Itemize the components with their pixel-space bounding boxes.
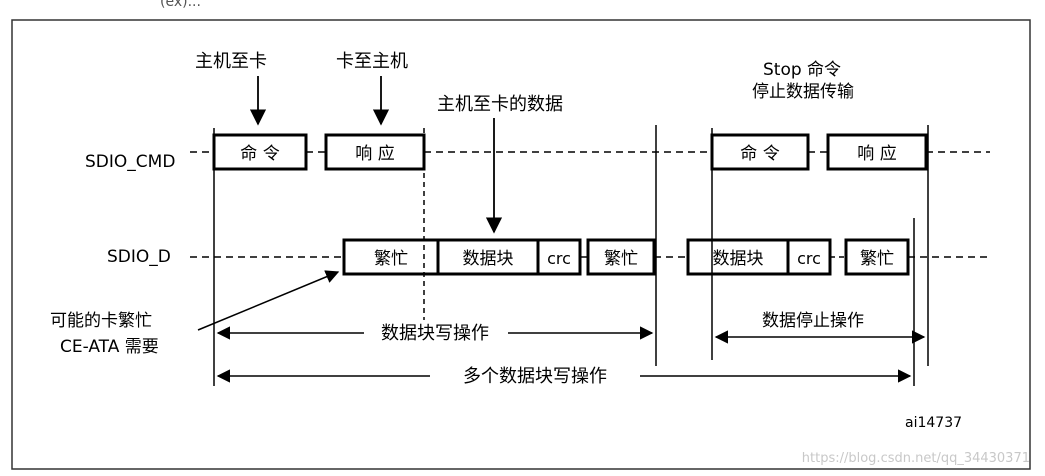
sdio-d-label: SDIO_D (107, 247, 171, 267)
stop-command-label: Stop 命令 (763, 60, 841, 80)
data-crc-label-2: crc (797, 249, 821, 268)
block-write-label: 数据块写操作 (381, 323, 489, 344)
data-block-box-2: 数据块 (686, 238, 790, 276)
data-block-label-1: 数据块 (463, 249, 514, 269)
ce-ata-label: CE-ATA 需要 (60, 337, 159, 357)
card-to-host-label: 卡至主机 (336, 51, 408, 72)
watermark: https://blog.csdn.net/qq_34430371 (802, 451, 1030, 466)
timing-markers (213, 125, 929, 386)
figure-id: ai14737 (905, 415, 962, 431)
cmd-response-label-1: 响 应 (355, 144, 394, 164)
data-block-box-1: 数据块 (436, 238, 540, 276)
data-busy-box-1: 繁忙 (342, 238, 440, 276)
multi-block-write-label: 多个数据块写操作 (463, 366, 607, 387)
stop-transfer-label: 停止数据传输 (752, 82, 854, 102)
data-busy-label-2: 繁忙 (604, 249, 638, 269)
figure-frame (11, 19, 1031, 470)
data-busy-box-2: 繁忙 (586, 238, 656, 276)
data-crc-box-2: crc (786, 238, 832, 276)
cmd-command-box-1: 命 令 (212, 133, 308, 171)
card-busy-arrow (197, 270, 340, 331)
host-to-card-label: 主机至卡 (195, 51, 267, 72)
block-write-span: 数据块写操作 (216, 323, 654, 344)
cmd-response-box-2: 响 应 (826, 133, 928, 171)
data-busy-label-3: 繁忙 (860, 249, 894, 269)
host-to-card-data-label: 主机至卡的数据 (437, 94, 563, 115)
data-busy-box-3: 繁忙 (844, 238, 910, 276)
data-crc-box-1: crc (536, 238, 582, 276)
data-crc-label-1: crc (547, 249, 571, 268)
cmd-response-box-1: 响 应 (324, 133, 426, 171)
cmd-command-box-2: 命 令 (710, 133, 810, 171)
cmd-response-label-2: 响 应 (857, 144, 896, 164)
multi-block-write-span: 多个数据块写操作 (216, 366, 912, 387)
cmd-command-label-1: 命 令 (240, 144, 279, 164)
data-stop-label: 数据停止操作 (762, 311, 864, 331)
sdio-cmd-label: SDIO_CMD (85, 152, 175, 172)
card-busy-label: 可能的卡繁忙 (50, 311, 152, 331)
data-stop-span: 数据停止操作 (714, 311, 926, 344)
header-partial-text: (ex)... (160, 0, 201, 10)
data-busy-label-1: 繁忙 (374, 249, 408, 269)
data-block-label-2: 数据块 (713, 249, 764, 269)
cmd-command-label-2: 命 令 (740, 144, 779, 164)
